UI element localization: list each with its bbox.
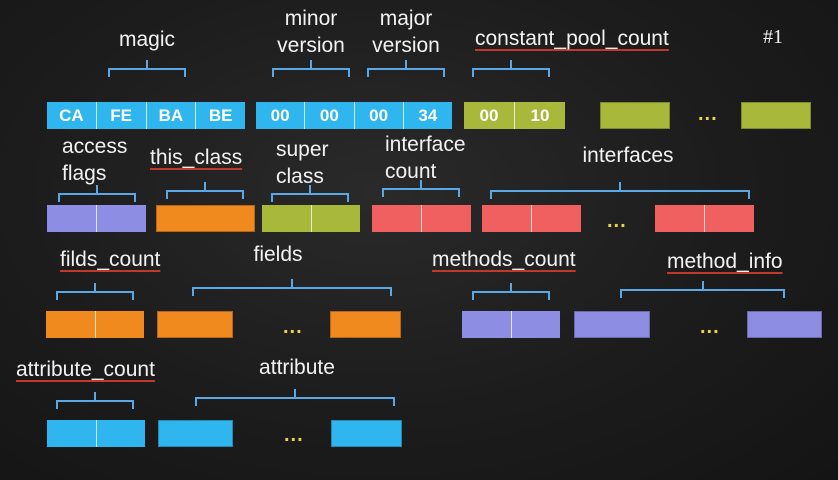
attribute-count-bytes [47,420,145,447]
bracket-fields [192,279,392,297]
ellipsis-constant-pool: ... [698,103,718,125]
bracket-constant-pool-count [472,60,550,78]
slide-number: #1 [763,26,783,48]
constant-pool-count-bytes: 00 10 [464,102,565,129]
bracket-magic [108,60,186,78]
ellipsis-methods: ... [700,316,720,338]
label-major-line2: version [372,34,440,57]
label-access-line2: flags [62,162,107,185]
label-minor-line1: minor [284,7,338,30]
label-access-flags: access flags [62,133,127,187]
interface-count-bytes [372,205,471,232]
access-flags-bytes [47,205,146,232]
bracket-interface-count [382,180,460,198]
super-class-bytes [262,205,360,232]
method-entry-1 [574,311,650,338]
label-interfaces: interfaces [582,144,674,167]
interface-entry-1 [482,205,581,232]
cp-count-byte-1: 00 [464,102,515,129]
bracket-major-version [367,60,445,78]
magic-byte-3: BA [147,102,197,129]
label-minor-version: minor version [277,5,345,59]
attribute-entry-n [331,420,402,447]
bracket-fields-count [56,283,134,301]
ellipsis-attributes: ... [284,424,304,446]
minor-byte-2: 00 [305,102,355,129]
field-entry-n [330,311,401,338]
label-fields-count: filds_count [60,248,161,271]
attribute-entry-1 [158,420,233,447]
label-methods-count: methods_count [432,248,576,271]
label-major-line1: major [379,7,433,30]
major-byte-1: 00 [355,102,404,129]
bracket-access-flags [58,185,136,203]
bracket-interfaces [490,182,750,200]
bracket-attribute-count [56,392,134,410]
field-entry-1 [157,311,233,338]
magic-byte-1: CA [47,102,97,129]
bracket-minor-version [272,60,350,78]
fields-count-bytes [46,311,144,338]
label-attribute-count: attribute_count [16,358,155,381]
cp-count-byte-2: 10 [530,105,550,125]
bracket-this-class [166,182,244,200]
label-method-info: method_info [667,250,783,273]
label-iface-count-line2: count [385,160,437,183]
label-attribute: attribute [259,356,335,379]
label-constant-pool-count: constant_pool_count [475,27,669,50]
magic-bytes: CA FE BA BE [47,102,245,129]
label-fields: fields [253,243,303,266]
label-super-line2: class [276,165,324,188]
magic-byte-2: FE [97,102,147,129]
bracket-attribute [195,389,395,407]
interface-entry-n [655,205,754,232]
label-access-line1: access [62,135,128,158]
constant-pool-entry-n [741,102,811,129]
label-super-line1: super [276,138,329,161]
ellipsis-fields: ... [283,316,303,338]
ellipsis-interfaces: ... [607,210,627,232]
version-bytes: 00 00 00 34 [256,102,452,129]
bracket-methods-count [472,283,550,301]
label-major-version: major version [372,5,440,59]
minor-byte-1: 00 [256,102,306,129]
constant-pool-entry-1 [600,102,670,129]
bracket-method-info [620,281,785,299]
label-magic: magic [118,28,176,51]
method-entry-n [747,311,822,338]
label-minor-line2: version [277,34,345,57]
label-interface-count: interface count [385,131,466,185]
label-iface-count-line1: interface [385,133,466,156]
this-class-bytes [156,205,255,232]
magic-byte-4: BE [208,105,233,125]
label-super-class: super class [276,136,329,190]
label-this-class: this_class [150,146,243,169]
methods-count-bytes [462,311,560,338]
bracket-super-class [271,185,349,203]
major-byte-2: 34 [418,105,438,125]
